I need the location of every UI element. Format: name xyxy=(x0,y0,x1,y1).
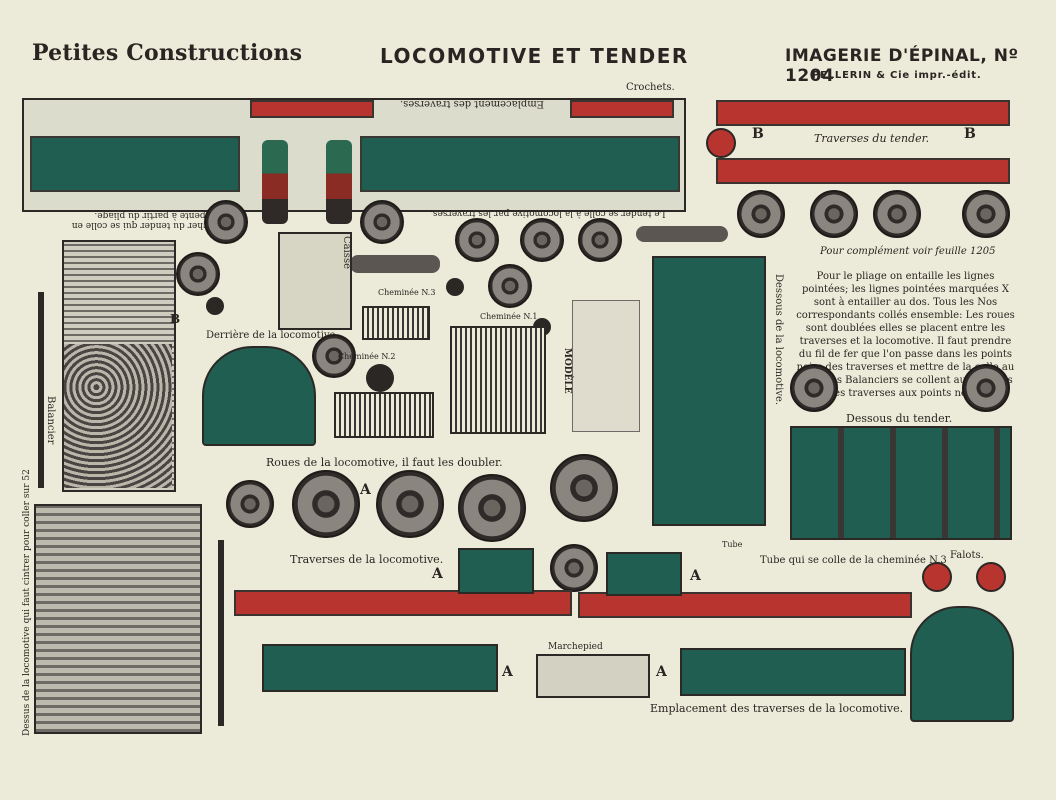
wheel-icon xyxy=(360,200,404,244)
rivet-dot xyxy=(206,297,224,315)
cheminee-2-piece xyxy=(334,392,434,438)
label-cheminee-2: Cheminée N.2 xyxy=(338,352,396,361)
cheminee-1-piece xyxy=(450,326,546,434)
wheel-icon xyxy=(550,544,598,592)
lantern-icon xyxy=(706,128,736,158)
cab-piece-1 xyxy=(458,548,534,594)
cab-piece-2 xyxy=(606,552,682,596)
wheel-icon xyxy=(810,190,858,238)
label-dessous-loco: Dessous de la locomotive. xyxy=(773,274,784,406)
wheel-icon xyxy=(376,470,444,538)
wheel-icon xyxy=(962,190,1010,238)
wheel-icon xyxy=(204,200,248,244)
tender-traverse-1 xyxy=(716,100,1010,126)
page-title: LOCOMOTIVE ET TENDER xyxy=(380,44,689,68)
wheel-icon xyxy=(176,252,220,296)
marchepied-piece xyxy=(536,654,650,698)
figure-lying-2 xyxy=(636,226,728,242)
mark-a: A xyxy=(502,664,513,680)
label-balancier: Balancier xyxy=(45,396,56,445)
figure-lying xyxy=(350,255,440,273)
page-title-left: Petites Constructions xyxy=(32,40,303,66)
loco-rear-piece xyxy=(202,346,316,446)
tender-top-red-right xyxy=(570,100,674,118)
loco-underside-piece xyxy=(652,256,766,526)
label-tender-colle: Le tender se colle à la locomotive par l… xyxy=(430,208,666,218)
mark-a: A xyxy=(656,664,667,680)
mark-a: A xyxy=(432,566,443,582)
wheel-icon xyxy=(292,470,360,538)
rivet-dot xyxy=(446,278,464,296)
model-illustration xyxy=(572,300,640,432)
rivet-dot xyxy=(366,364,394,392)
mark-a: A xyxy=(360,482,371,498)
wheel-icon xyxy=(737,190,785,238)
label-traverses-tender: Traverses du tender. xyxy=(814,132,930,145)
label-modele: MODÈLE xyxy=(562,348,572,394)
wheel-icon xyxy=(226,480,274,528)
label-derriere: Derrière de la locomotive xyxy=(206,330,336,341)
mark-a: A xyxy=(690,568,701,584)
label-emplacement-loco: Emplacement des traverses de la locomoti… xyxy=(650,702,904,715)
wheel-icon xyxy=(455,218,499,262)
label-tube-cheminee: Tube qui se colle de la cheminée N.3 xyxy=(760,555,947,566)
loco-traverse-2 xyxy=(578,592,912,618)
label-dessous-tender: Dessous du tender. xyxy=(846,412,953,425)
wheel-icon xyxy=(520,218,564,262)
tender-side-right xyxy=(360,136,680,192)
cheminee-3-piece xyxy=(362,306,430,340)
label-complement: Pour complément voir feuille 1205 xyxy=(820,246,996,257)
coal-fill xyxy=(64,344,172,488)
wheel-icon xyxy=(488,264,532,308)
wheel-icon xyxy=(578,218,622,262)
label-crochets: Crochets. xyxy=(626,82,675,93)
balancier-piece xyxy=(38,292,44,488)
label-traverses-loco: Traverses de la locomotive. xyxy=(290,553,444,566)
wheel-icon xyxy=(550,454,618,522)
label-caisse: Caisse xyxy=(341,236,352,269)
wheel-icon xyxy=(962,364,1010,412)
tender-body-piece xyxy=(22,98,686,212)
label-tube: Tube xyxy=(722,540,743,549)
figure-right xyxy=(326,140,352,224)
mark-b: B xyxy=(170,312,181,326)
label-falots: Falots. xyxy=(950,550,984,561)
figure-left xyxy=(262,140,288,224)
lantern-icon xyxy=(976,562,1006,592)
loco-side-1 xyxy=(262,644,498,692)
loco-front-piece xyxy=(910,606,1014,722)
tender-traverse-2 xyxy=(716,158,1010,184)
label-cheminee-1: Cheminée N.1 xyxy=(480,312,538,321)
label-emplacement: Emplacement des traverses. xyxy=(400,98,544,109)
balancier-piece-2 xyxy=(218,540,224,726)
loco-side-2 xyxy=(680,648,906,696)
lantern-icon xyxy=(922,562,952,592)
tender-underside-piece xyxy=(790,426,1012,540)
loco-top-piece xyxy=(34,504,202,734)
loco-traverse-1 xyxy=(234,590,572,616)
label-dessus-loco: Dessus de la locomotive qui faut cintrer… xyxy=(22,469,32,736)
mark-b: B xyxy=(752,126,764,142)
publisher: PELLERIN & Cie impr.-édit. xyxy=(812,70,982,81)
tender-top-red-left xyxy=(250,100,374,118)
mark-b: B xyxy=(964,126,976,142)
instructions-text: Pour le pliage on entaille les lignes po… xyxy=(796,271,1015,399)
label-cheminee-3: Cheminée N.3 xyxy=(378,288,436,297)
wheel-icon xyxy=(458,474,526,542)
wheel-icon xyxy=(790,364,838,412)
catalog-number: IMAGERIE D'ÉPINAL, Nº 1204 xyxy=(785,46,1019,86)
label-roues-loco: Roues de la locomotive, il faut les doub… xyxy=(266,456,503,469)
label-marchepied: Marchepied xyxy=(548,642,603,652)
wheel-icon xyxy=(873,190,921,238)
caisse-piece xyxy=(278,232,352,330)
tender-side-left xyxy=(30,136,240,192)
wheel-icon xyxy=(312,334,356,378)
